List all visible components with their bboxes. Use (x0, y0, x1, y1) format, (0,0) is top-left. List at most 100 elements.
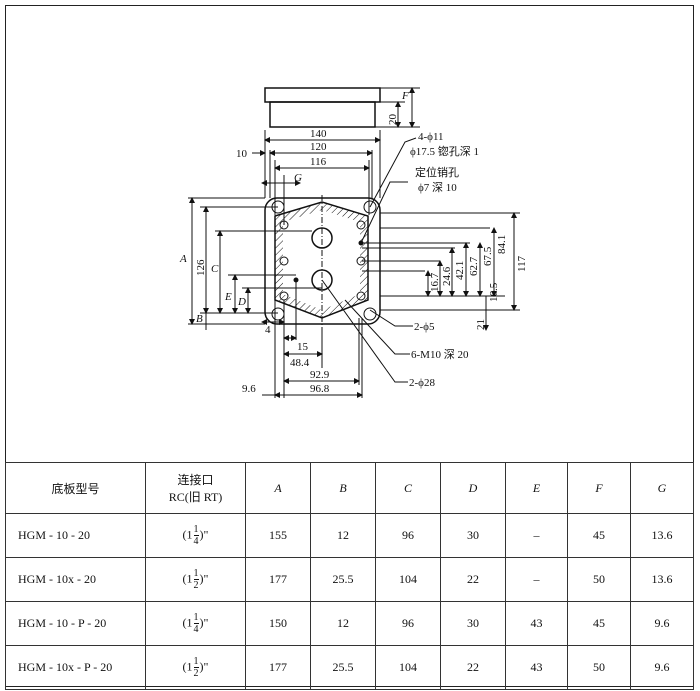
fraction-denominator: 4 (193, 624, 199, 635)
side-view: 20 F (264, 87, 420, 128)
dim-f: F (401, 90, 409, 102)
cell-g: 9.6 (630, 601, 694, 646)
cell-a: 150 (245, 601, 311, 646)
fraction-numerator: 1 (193, 524, 199, 536)
dim-116: 116 (310, 156, 327, 168)
dim-b: B (196, 313, 203, 325)
fraction-denominator: 2 (193, 580, 199, 591)
dim-a: A (179, 253, 187, 265)
cell-f: 45 (567, 601, 631, 646)
cell-c: 96 (375, 601, 441, 646)
callouts: 4-ϕ11 ϕ17.5 锪孔深 1 定位销孔 ϕ7 深 10 2-ϕ5 6-M1… (321, 131, 479, 389)
cell-model: HGM - 10x - 20 (5, 557, 146, 602)
cell-d: 22 (440, 645, 506, 690)
cell-c: 104 (375, 557, 441, 602)
port-close: )" (199, 571, 209, 586)
dim-126: 126 (195, 259, 207, 276)
top-dimensions: 140 120 116 10 G (236, 128, 381, 225)
header-f: F (567, 462, 631, 514)
cell-e: – (505, 557, 568, 602)
fraction-numerator: 1 (193, 656, 199, 668)
dim-92-9: 92.9 (310, 369, 330, 381)
header-d: D (440, 462, 506, 514)
dim-e: E (224, 291, 232, 303)
callout-pin-title: 定位销孔 (415, 165, 459, 179)
cell-g: 13.6 (630, 557, 694, 602)
cell-f: 50 (567, 645, 631, 690)
header-model: 底板型号 (5, 462, 146, 514)
fraction-numerator: 1 (193, 568, 199, 580)
dim-62-7: 62.7 (468, 256, 480, 276)
header-g: G (630, 462, 694, 514)
fraction-denominator: 2 (193, 668, 199, 679)
dim-48-4: 48.4 (290, 357, 310, 369)
bottom-dimensions: 4 15 48.4 92.9 96.8 9.6 (242, 282, 363, 398)
cell-f: 45 (567, 513, 631, 558)
port-close: )" (199, 659, 209, 674)
fraction-denominator: 4 (193, 536, 199, 547)
cell-d: 30 (440, 513, 506, 558)
header-a: A (245, 462, 311, 514)
dim-24-6: 24.6 (441, 266, 453, 286)
dim-42-1: 42.1 (454, 261, 466, 280)
plan-view (264, 195, 381, 340)
cell-b: 25.5 (310, 557, 376, 602)
port-open: (1 (182, 659, 193, 674)
cell-e: 43 (505, 601, 568, 646)
dim-4: 4 (265, 324, 271, 336)
dim-16-5: 16.5 (488, 282, 500, 302)
port-open: (1 (182, 571, 193, 586)
cell-e: 43 (505, 645, 568, 690)
dim-67-5: 67.5 (482, 246, 494, 266)
dim-120: 120 (310, 141, 327, 153)
dim-21: 21 (475, 319, 487, 330)
table-header: 底板型号 连接口 RC(旧 RT) A B C D E F G (5, 462, 694, 514)
callout-holes: 4-ϕ11 (418, 131, 444, 143)
port-open: (1 (182, 527, 193, 542)
dim-10: 10 (236, 148, 248, 160)
cell-model: HGM - 10 - P - 20 (5, 601, 146, 646)
dimension-table: 底板型号 连接口 RC(旧 RT) A B C D E F G HGM - 10 … (5, 462, 694, 690)
callout-pin: ϕ7 深 10 (418, 181, 457, 194)
cell-d: 22 (440, 557, 506, 602)
dim-16-7: 16.7 (429, 272, 441, 292)
cell-d: 30 (440, 601, 506, 646)
cell-model: HGM - 10 - 20 (5, 513, 146, 558)
dim-15: 15 (297, 341, 309, 353)
dim-140: 140 (310, 128, 327, 140)
cell-a: 155 (245, 513, 311, 558)
dim-c: C (211, 263, 219, 275)
cell-model: HGM - 10x - P - 20 (5, 645, 146, 690)
port-open: (1 (182, 615, 193, 630)
callout-small-holes: 2-ϕ5 (414, 321, 435, 333)
dim-117: 117 (516, 255, 528, 272)
header-b: B (310, 462, 376, 514)
cell-a: 177 (245, 645, 311, 690)
header-port-line2: RC(旧 RT) (168, 490, 223, 504)
right-dimensions: 16.7 24.6 42.1 62.7 67.5 84.1 16.5 117 2… (362, 212, 528, 331)
fraction-numerator: 1 (193, 612, 199, 624)
dim-d: D (237, 296, 246, 308)
cell-e: – (505, 513, 568, 558)
header-e: E (505, 462, 568, 514)
cell-f: 50 (567, 557, 631, 602)
cell-b: 25.5 (310, 645, 376, 690)
cell-g: 9.6 (630, 645, 694, 690)
cell-a: 177 (245, 557, 311, 602)
header-c: C (375, 462, 441, 514)
callout-thread: 6-M10 深 20 (411, 348, 469, 361)
dim-g: G (294, 172, 302, 184)
header-port-line1: 连接口 (177, 473, 214, 487)
header-port: 连接口 RC(旧 RT) (145, 462, 246, 514)
